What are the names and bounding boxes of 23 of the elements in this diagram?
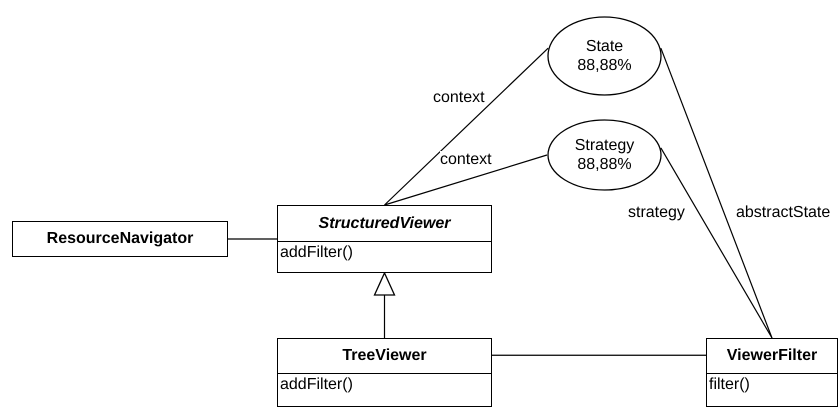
association-line xyxy=(228,238,277,240)
method-text: addFilter() xyxy=(280,244,353,261)
class-box xyxy=(706,338,838,407)
class-name: TreeViewer xyxy=(342,347,427,365)
method-text: filter() xyxy=(709,376,750,393)
class-name: StructuredViewer xyxy=(318,214,450,232)
edge-label: strategy xyxy=(628,204,685,222)
ellipse-title: State xyxy=(586,37,624,56)
ellipse-title: Strategy xyxy=(574,136,634,155)
association-line xyxy=(660,48,773,338)
association-line xyxy=(492,354,706,356)
class-box xyxy=(12,221,228,257)
class-name: ResourceNavigator xyxy=(46,230,194,248)
association-line xyxy=(384,154,548,206)
percentage-text: 88,88% xyxy=(577,56,632,75)
association-line xyxy=(374,272,396,338)
class-name: ViewerFilter xyxy=(726,347,818,365)
percentage-text: 88,88% xyxy=(577,155,632,174)
method-text: addFilter() xyxy=(280,376,353,393)
association-line xyxy=(384,48,549,206)
class-box xyxy=(277,205,492,273)
association-line xyxy=(660,148,773,338)
class-box xyxy=(277,338,492,407)
